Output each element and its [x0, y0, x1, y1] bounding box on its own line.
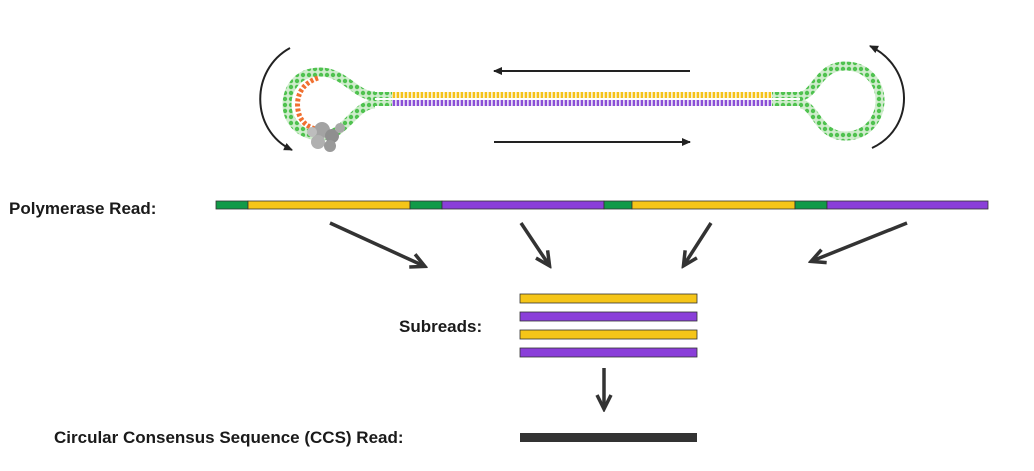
polymerase-icon — [307, 122, 345, 152]
smrtbell-template — [259, 45, 905, 152]
subreads-stack — [519, 293, 698, 358]
subread-arrow-1 — [329, 221, 424, 266]
subreads-label: Subreads: — [399, 317, 482, 336]
subread-arrow-3 — [684, 222, 713, 265]
right-hairpin-adapter — [798, 61, 885, 141]
polymerase-segment-adapter — [794, 200, 828, 210]
left-hairpin-adapter — [282, 67, 376, 141]
left-adapter-stub-top — [370, 92, 392, 98]
subread-forward — [519, 293, 698, 304]
right-adapter-stub-top — [772, 92, 802, 98]
polymerase-segment-reverse — [441, 200, 605, 210]
ccs-read-label: Circular Consensus Sequence (CCS) Read: — [54, 428, 404, 447]
polymerase-read-bar — [215, 200, 989, 210]
polymerase-segment-adapter — [603, 200, 633, 210]
polymerase-segment-forward — [247, 200, 411, 210]
polymerase-segment-forward — [631, 200, 796, 210]
polymerase-read-label: Polymerase Read: — [9, 199, 156, 218]
subread-arrow-2 — [519, 222, 549, 265]
polymerase-segment-adapter — [409, 200, 443, 210]
rotation-arrow-left — [259, 47, 293, 151]
polymerase-segment-adapter — [215, 200, 249, 210]
ccs-read-bar — [520, 433, 697, 442]
subread-reverse — [519, 347, 698, 358]
left-adapter-stub-bottom — [370, 100, 392, 106]
subread-reverse — [519, 311, 698, 322]
subread-forward — [519, 329, 698, 340]
rotation-arrow-right — [869, 45, 905, 149]
primer-strand — [295, 75, 321, 133]
right-adapter-stub-bottom — [772, 100, 802, 106]
subread-arrow-4 — [812, 221, 908, 261]
polymerase-segment-reverse — [826, 200, 989, 210]
insert-reverse-strand — [392, 100, 772, 106]
insert-forward-strand — [392, 92, 772, 98]
